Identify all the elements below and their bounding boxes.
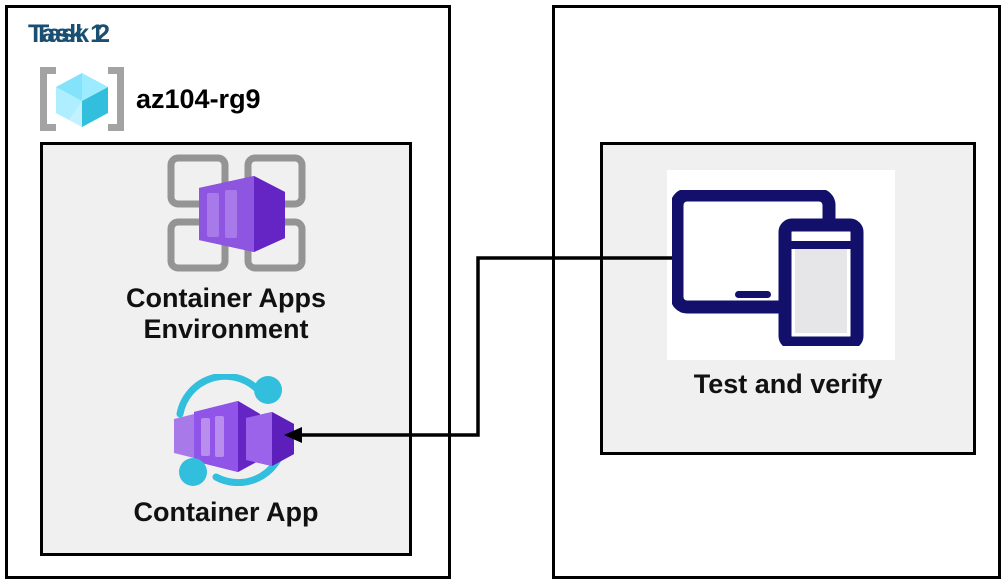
container-apps-environment-label: Container Apps Environment (125, 283, 326, 345)
task-2-title: Task 2 (34, 20, 110, 48)
devices-test-icon (670, 188, 888, 350)
resource-group-label: az104-rg9 (136, 83, 261, 114)
task-1-title: Task 1 (28, 20, 104, 48)
container-app-label: Container App (133, 497, 319, 527)
container-apps-environment-icon (158, 152, 316, 274)
devices-test-label: Test and verify (693, 369, 883, 399)
resource-group-icon (34, 63, 130, 135)
resource-group-row: az104-rg9 (34, 60, 364, 138)
container-app-icon (160, 372, 306, 487)
